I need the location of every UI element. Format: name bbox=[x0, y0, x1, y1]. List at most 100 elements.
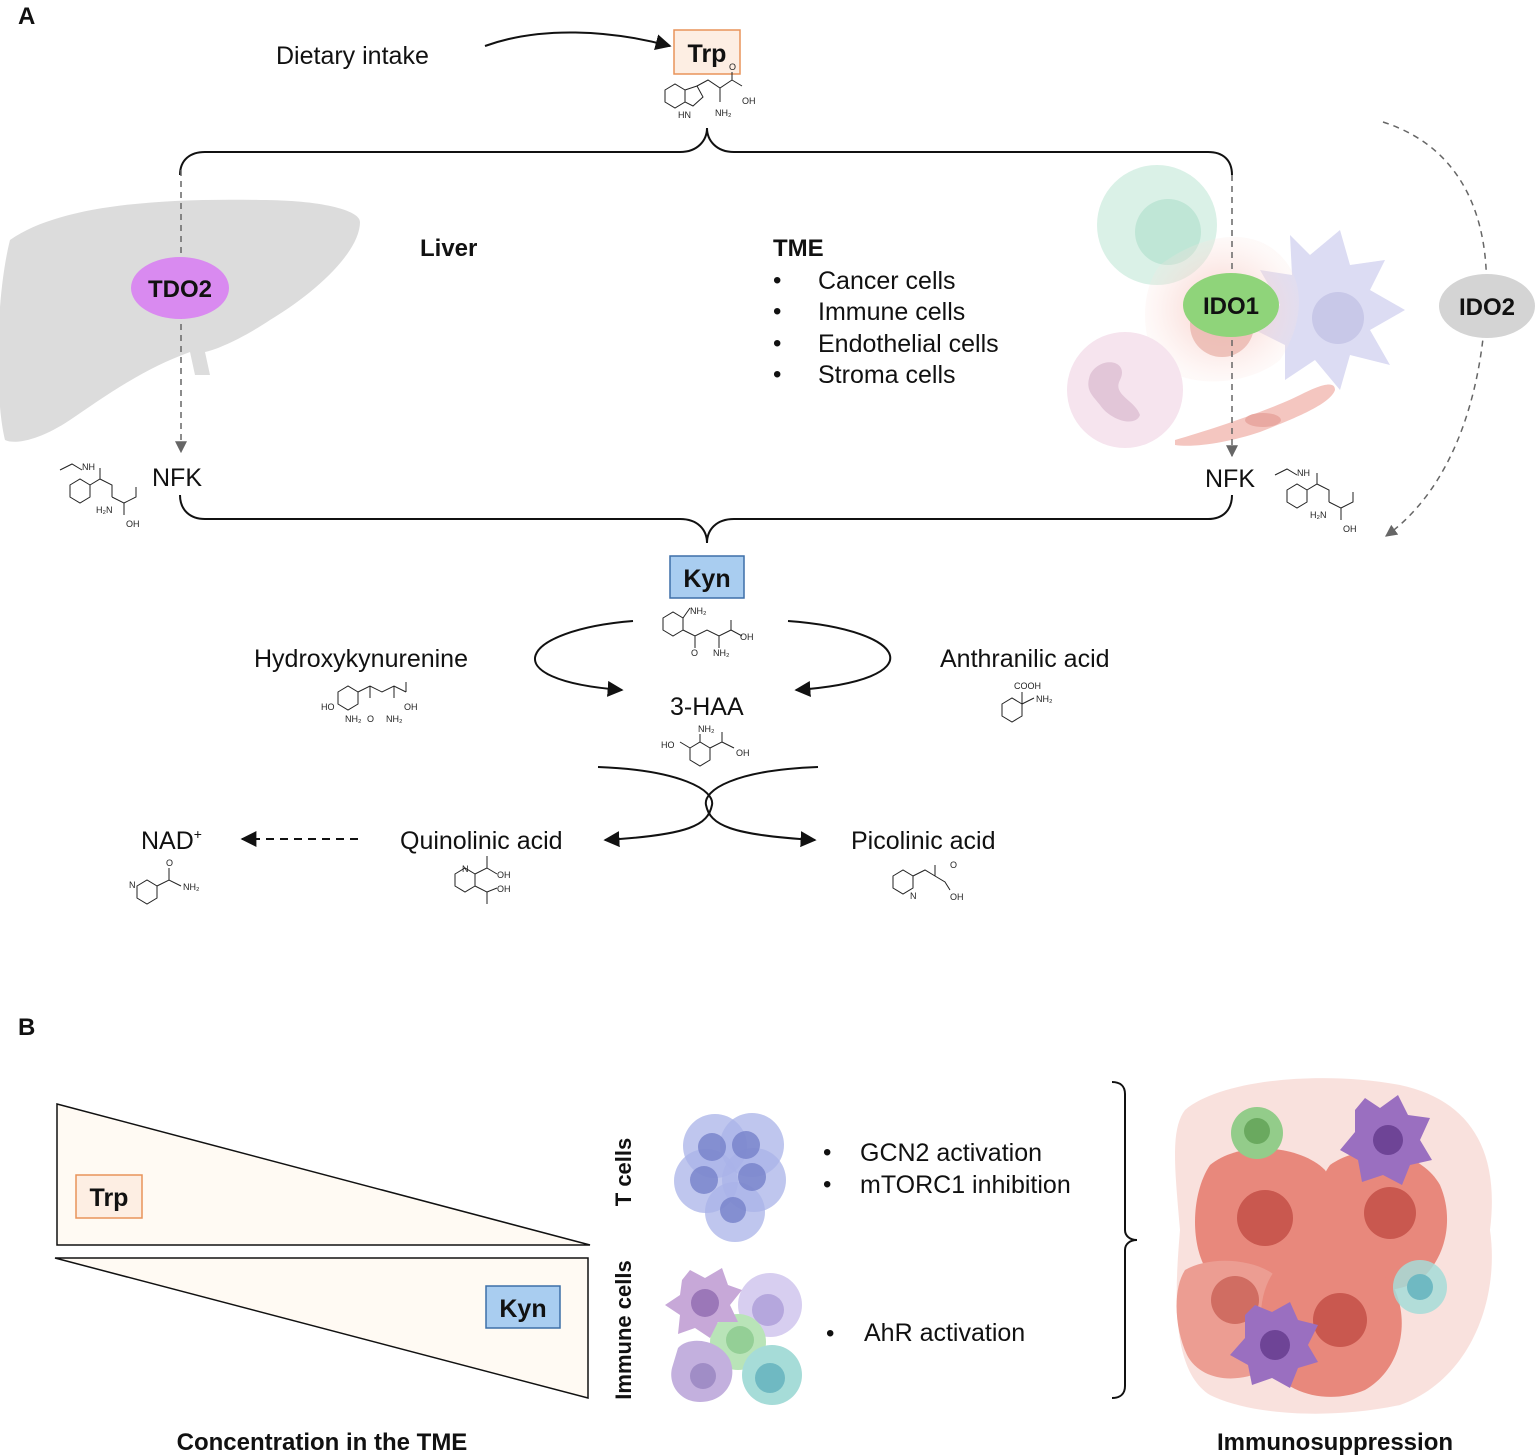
lower-brace bbox=[179, 494, 1233, 544]
svg-text:NH₂: NH₂ bbox=[698, 724, 715, 734]
svg-text:OH: OH bbox=[404, 702, 418, 712]
ido2-label: IDO2 bbox=[1459, 294, 1515, 321]
nfk-right-structure-icon: NH H₂N OH bbox=[1274, 468, 1357, 534]
svg-text:NH: NH bbox=[1297, 468, 1310, 478]
ido1-enzyme bbox=[1183, 273, 1279, 337]
svg-text:OH: OH bbox=[736, 748, 750, 758]
svg-text:N: N bbox=[910, 891, 917, 901]
trp-gradient-triangle bbox=[56, 1103, 591, 1246]
tme-list: • Cancer cells • Immune cells • Endothel… bbox=[773, 267, 999, 389]
svg-text:H₂N: H₂N bbox=[96, 505, 113, 515]
immune-cell-cluster-illustration bbox=[665, 1268, 802, 1405]
kyn-box bbox=[669, 555, 745, 599]
tme-bullet: • bbox=[773, 361, 781, 388]
nfk-left-label: NFK bbox=[152, 464, 202, 492]
right-loop-arrow bbox=[787, 620, 892, 697]
bullet: • bbox=[823, 1171, 831, 1198]
svg-text:H₂N: H₂N bbox=[1310, 510, 1327, 520]
svg-text:OH: OH bbox=[1343, 524, 1357, 534]
panel-b-label: B bbox=[18, 1014, 35, 1041]
3-haa-label: 3-HAA bbox=[670, 693, 744, 721]
svg-text:NH₂: NH₂ bbox=[715, 108, 732, 118]
immune-effect: AhR activation bbox=[864, 1319, 1025, 1347]
svg-text:O: O bbox=[691, 648, 698, 658]
svg-text:N: N bbox=[462, 864, 469, 874]
nad-label: NAD+ bbox=[141, 826, 202, 855]
svg-text:OH: OH bbox=[740, 632, 754, 642]
svg-text:NH₂: NH₂ bbox=[345, 714, 362, 724]
svg-text:O: O bbox=[729, 62, 736, 72]
trp-box-b bbox=[75, 1174, 143, 1219]
svg-text:O: O bbox=[950, 860, 957, 870]
t-cell-cluster-illustration bbox=[674, 1113, 786, 1242]
tme-item: Stroma cells bbox=[818, 361, 956, 389]
kyn-box-b bbox=[485, 1285, 561, 1329]
dietary-intake-label: Dietary intake bbox=[276, 42, 429, 70]
tumor-immunosuppression-illustration bbox=[1175, 1078, 1492, 1414]
t-cell-effect: mTORC1 inhibition bbox=[860, 1171, 1071, 1199]
nfk-right-label: NFK bbox=[1205, 465, 1255, 493]
svg-text:NH₂: NH₂ bbox=[1036, 694, 1053, 704]
quinolinic-acid-structure-icon: N OH OH bbox=[454, 856, 511, 904]
tme-bullet: • bbox=[773, 298, 781, 325]
tdo2-enzyme bbox=[131, 257, 229, 319]
svg-text:NH₂: NH₂ bbox=[690, 606, 707, 616]
trp-label-b: Trp bbox=[90, 1184, 129, 1212]
immunosuppression-caption: Immunosuppression bbox=[1217, 1429, 1453, 1456]
kyn-label: Kyn bbox=[683, 565, 730, 593]
bullet: • bbox=[823, 1139, 831, 1166]
immune-cells-label: Immune cells bbox=[611, 1260, 636, 1399]
tme-item: Cancer cells bbox=[818, 267, 956, 295]
svg-text:NH₂: NH₂ bbox=[183, 882, 200, 892]
anthranilic-acid-label: Anthranilic acid bbox=[940, 645, 1110, 673]
to-picolinic-arrow bbox=[704, 766, 819, 848]
svg-text:HO: HO bbox=[661, 740, 675, 750]
svg-text:COOH: COOH bbox=[1014, 681, 1041, 691]
kyn-label-b: Kyn bbox=[499, 1295, 546, 1323]
concentration-caption: Concentration in the TME bbox=[177, 1429, 468, 1456]
quinolinic-acid-label: Quinolinic acid bbox=[400, 827, 563, 855]
nad-structure-icon: N NH₂ O bbox=[129, 858, 200, 905]
svg-text:NH: NH bbox=[82, 462, 95, 472]
svg-text:HO: HO bbox=[321, 702, 335, 712]
picolinic-acid-structure-icon: N OH O bbox=[892, 860, 964, 902]
picolinic-acid-label: Picolinic acid bbox=[851, 827, 996, 855]
trp-structure-icon: HN NH₂ OH O bbox=[664, 62, 756, 120]
svg-text:NH₂: NH₂ bbox=[386, 714, 403, 724]
trp-box bbox=[673, 29, 741, 75]
trp-label: Trp bbox=[688, 40, 727, 68]
svg-text:OH: OH bbox=[497, 870, 511, 880]
hydroxykynurenine-structure-icon: HO NH₂ O NH₂ OH bbox=[321, 682, 418, 724]
bullet: • bbox=[826, 1320, 834, 1347]
svg-text:HN: HN bbox=[678, 110, 691, 120]
svg-text:OH: OH bbox=[497, 884, 511, 894]
anthranilic-acid-structure-icon: COOH NH₂ bbox=[1001, 681, 1053, 723]
svg-text:OH: OH bbox=[950, 892, 964, 902]
liver-silhouette bbox=[0, 199, 360, 442]
to-quinolinic-arrow bbox=[597, 766, 714, 848]
t-cell-effect: GCN2 activation bbox=[860, 1139, 1042, 1167]
kyn-structure-icon: NH₂ OH NH₂ O bbox=[662, 606, 754, 658]
hydroxykynurenine-label: Hydroxykynurenine bbox=[254, 645, 468, 673]
svg-text:N: N bbox=[129, 880, 136, 890]
tdo2-label: TDO2 bbox=[148, 276, 212, 303]
svg-text:NH₂: NH₂ bbox=[713, 648, 730, 658]
tme-bullet: • bbox=[773, 330, 781, 357]
svg-text:O: O bbox=[166, 858, 173, 868]
svg-text:O: O bbox=[367, 714, 374, 724]
left-loop-arrow bbox=[534, 620, 634, 697]
tme-title: TME bbox=[773, 235, 824, 262]
nfk-left-structure-icon: NH H₂N OH bbox=[59, 462, 140, 529]
panel-a-label: A bbox=[18, 3, 35, 30]
t-cells-label: T cells bbox=[611, 1138, 636, 1206]
ido2-enzyme bbox=[1439, 274, 1535, 338]
kyn-gradient-triangle bbox=[54, 1257, 589, 1399]
ido1-label: IDO1 bbox=[1203, 293, 1259, 320]
tme-item: Immune cells bbox=[818, 298, 965, 326]
right-bracket bbox=[1111, 1081, 1138, 1399]
3-haa-structure-icon: NH₂ HO OH bbox=[661, 724, 750, 767]
upper-brace bbox=[179, 127, 1233, 176]
tme-item: Endothelial cells bbox=[818, 330, 999, 358]
dietary-intake-arrow bbox=[484, 31, 672, 51]
